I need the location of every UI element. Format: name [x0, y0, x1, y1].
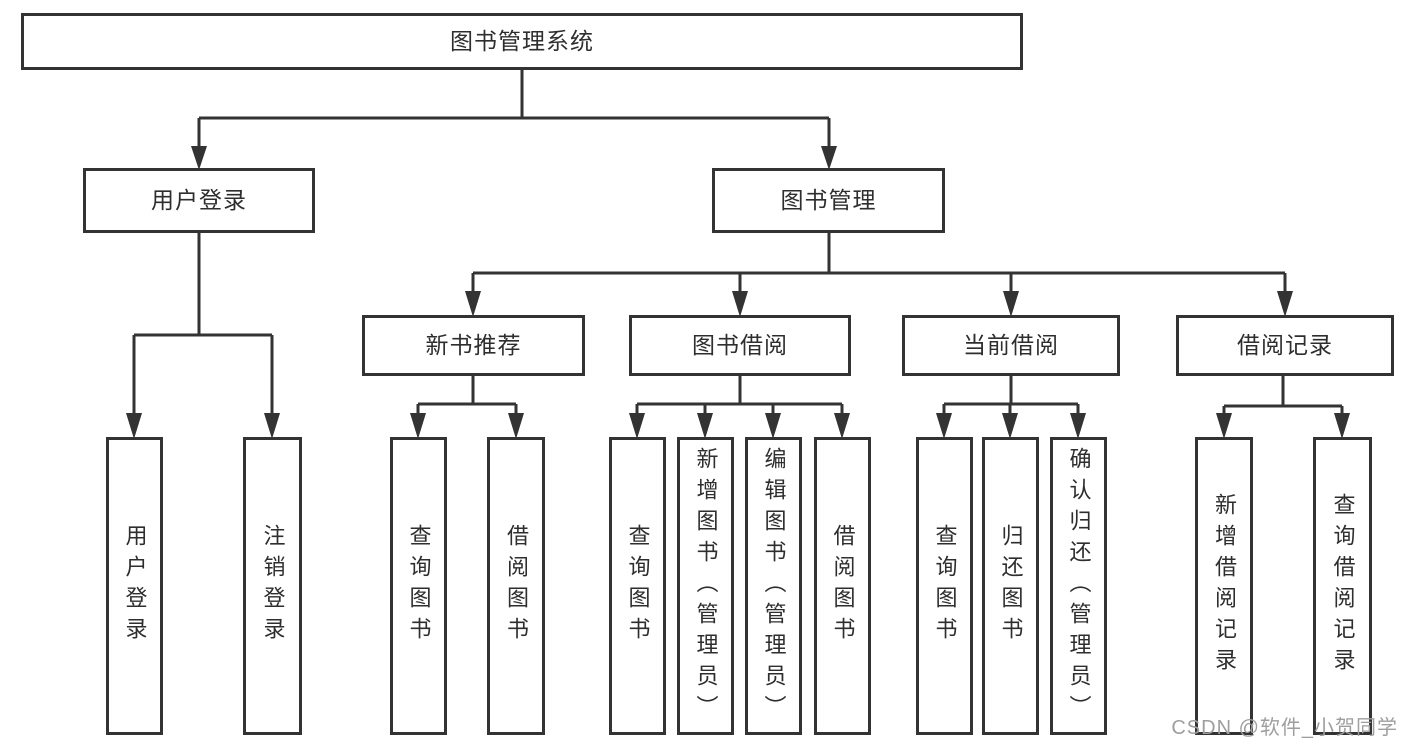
- node-label: 借阅记录: [1237, 332, 1333, 358]
- node-label: 图书管理系统: [450, 28, 594, 54]
- leaf-return-books: 归还图书: [982, 437, 1039, 735]
- leaf-query-books-current: 查询图书: [916, 437, 973, 735]
- leaf-confirm-return-admin: 确认归还（管理员）: [1050, 437, 1107, 735]
- node-label: 借阅图书: [830, 524, 856, 648]
- leaf-logout: 注销登录: [243, 437, 302, 735]
- node-label: 编辑图书（管理员）: [761, 446, 787, 726]
- node-library-system: 图书管理系统: [21, 13, 1023, 70]
- node-label: 查询图书: [625, 524, 651, 648]
- node-user-login: 用户登录: [83, 168, 315, 233]
- node-label: 用户登录: [122, 524, 148, 648]
- node-label: 当前借阅: [963, 332, 1059, 358]
- node-label: 用户登录: [151, 187, 247, 213]
- node-label: 查询图书: [932, 524, 958, 648]
- leaf-borrow-books-recommend: 借阅图书: [487, 437, 545, 735]
- node-label: 注销登录: [260, 524, 286, 648]
- leaf-add-books-admin: 新增图书（管理员）: [677, 437, 734, 735]
- node-label: 图书管理: [780, 187, 877, 213]
- node-label: 图书借阅: [692, 332, 788, 358]
- node-new-book-recommend: 新书推荐: [362, 315, 585, 376]
- leaf-user-login: 用户登录: [106, 437, 163, 735]
- node-borrow-records: 借阅记录: [1176, 315, 1394, 376]
- node-label: 借阅图书: [504, 524, 529, 648]
- arrowheads: [126, 146, 1350, 439]
- leaf-query-books-recommend: 查询图书: [390, 437, 447, 735]
- leaf-edit-books-admin: 编辑图书（管理员）: [745, 437, 802, 735]
- node-label: 新书推荐: [425, 332, 522, 358]
- leaf-query-borrow-record: 查询借阅记录: [1313, 437, 1372, 735]
- node-label: 新增借阅记录: [1212, 493, 1237, 679]
- node-label: 查询借阅记录: [1330, 493, 1356, 679]
- node-book-borrow: 图书借阅: [629, 315, 851, 376]
- leaf-borrow-books-borrow: 借阅图书: [814, 437, 871, 735]
- node-label: 查询图书: [406, 524, 432, 648]
- node-book-management: 图书管理: [712, 168, 945, 233]
- node-label: 新增图书（管理员）: [693, 446, 719, 726]
- leaf-add-borrow-record: 新增借阅记录: [1195, 437, 1253, 735]
- node-current-borrow: 当前借阅: [902, 315, 1120, 376]
- node-label: 确认归还（管理员）: [1066, 446, 1092, 726]
- csdn-watermark: CSDN @软件_小贺同学: [1171, 717, 1398, 739]
- leaf-query-books-borrow: 查询图书: [609, 437, 666, 735]
- node-label: 归还图书: [998, 524, 1024, 648]
